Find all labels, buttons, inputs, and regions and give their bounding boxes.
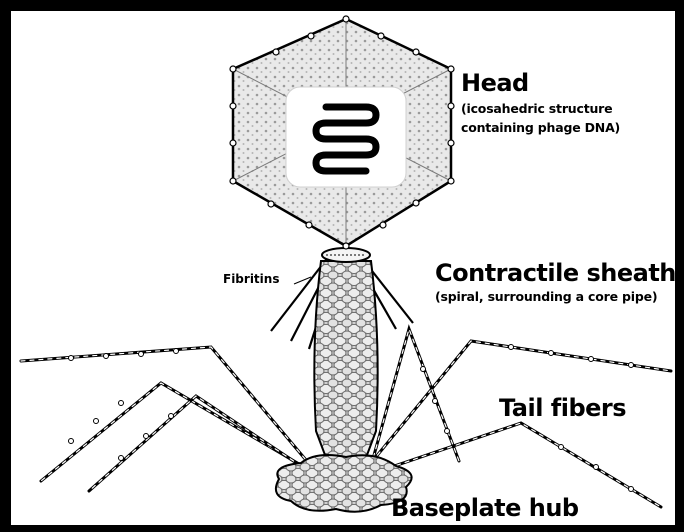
contractile-sheath-label: Contractile sheath xyxy=(435,261,676,286)
diagram-canvas: Head (icosahedric structure containing p… xyxy=(9,9,677,527)
contractile-sheath-description: (spiral, surrounding a core pipe) xyxy=(435,290,657,303)
head-label: Head xyxy=(461,71,529,96)
fibritins-label: Fibritins xyxy=(223,273,279,286)
head-description-line2: containing phage DNA) xyxy=(461,121,620,134)
contractile-sheath-shape xyxy=(314,261,377,471)
tail-fibers-label: Tail fibers xyxy=(499,396,626,421)
collar-shape xyxy=(322,248,370,262)
head-description-line1: (icosahedric structure xyxy=(461,102,612,115)
baseplate-hub-label: Baseplate hub xyxy=(391,496,579,521)
capsid-head-shape xyxy=(230,16,454,249)
